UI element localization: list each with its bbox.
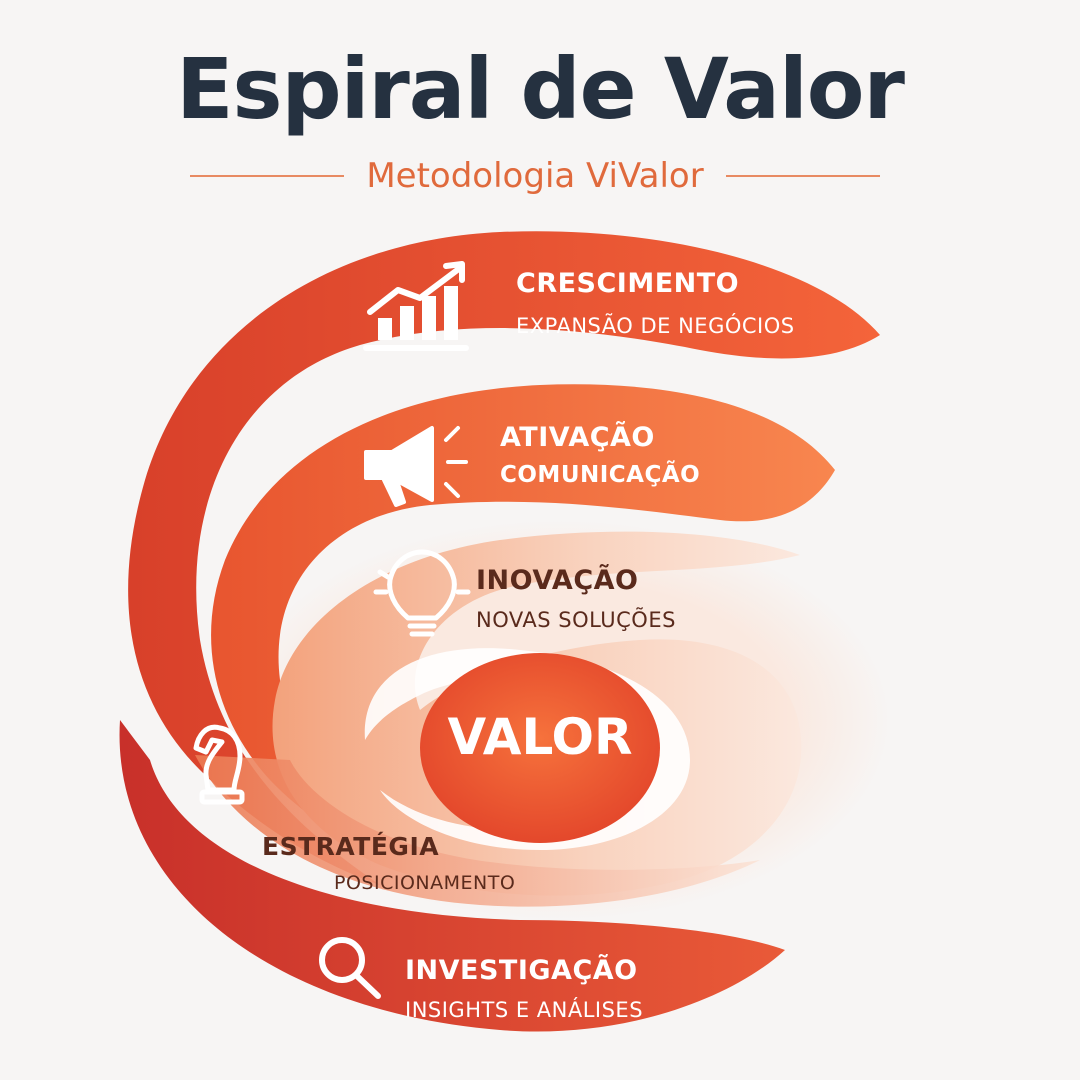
page-subtitle: Metodologia ViValor [366, 156, 704, 196]
chess-knight-icon [193, 724, 245, 805]
growth-chart-icon [363, 261, 469, 351]
band-investigacao [119, 720, 785, 1032]
band-ativacao [211, 384, 835, 870]
band-crescimento [128, 231, 880, 885]
band-estrategia [195, 755, 760, 907]
subtitle-divider-left [190, 175, 345, 177]
page-title: Espiral de Valor [176, 40, 905, 138]
megaphone-icon [364, 426, 468, 507]
stage-estrategia-subtitle: POSICIONAMENTO [334, 872, 516, 894]
center-valor-label: VALOR [447, 708, 633, 766]
valor-core [420, 653, 660, 843]
magnifier-icon [319, 937, 381, 999]
stage-investigacao-subtitle: INSIGHTS E ANÁLISES [405, 998, 644, 1022]
stage-estrategia-title: ESTRATÉGIA [262, 832, 440, 861]
subtitle-row: Metodologia ViValor [190, 150, 881, 202]
stage-inovacao-subtitle: NOVAS SOLUÇÕES [476, 608, 676, 632]
lightbulb-icon [373, 549, 471, 637]
stage-inovacao-title: INOVAÇÃO [476, 565, 639, 596]
stage-crescimento-title: CRESCIMENTO [516, 268, 740, 299]
stage-ativacao-title: ATIVAÇÃO [500, 422, 655, 453]
stage-investigacao-title: INVESTIGAÇÃO [405, 955, 638, 986]
stage-ativacao-subtitle: COMUNICAÇÃO [500, 462, 701, 488]
stage-crescimento-subtitle: EXPANSÃO DE NEGÓCIOS [516, 314, 795, 338]
subtitle-divider-right [725, 175, 881, 177]
